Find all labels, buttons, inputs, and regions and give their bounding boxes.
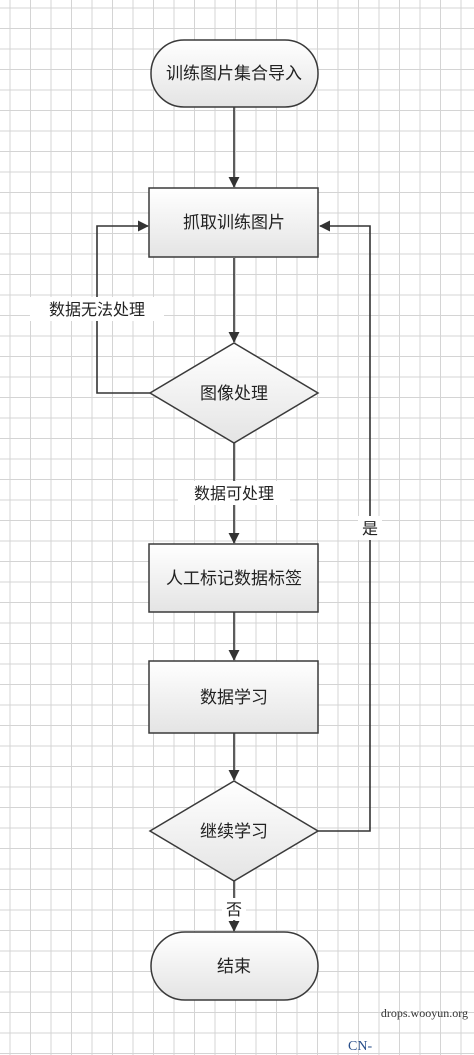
- node-start-label: 训练图片集合导入: [166, 64, 302, 84]
- node-continue-label: 继续学习: [200, 822, 268, 842]
- edge-label-bg: [178, 481, 290, 505]
- edge-label-no: 否: [226, 900, 242, 919]
- node-process-label: 图像处理: [200, 384, 268, 404]
- terminator-shape: [150, 931, 319, 1001]
- node-label: 人工标记数据标签: [148, 543, 319, 613]
- node-process: 图像处理: [148, 342, 320, 444]
- terminator-shape: [150, 39, 319, 108]
- process-shape: [148, 660, 319, 734]
- edge-label-yes: 是: [362, 519, 378, 538]
- node-grab-label: 抓取训练图片: [183, 213, 285, 233]
- node-end-label: 结束: [217, 957, 251, 977]
- edge-label-cannot-process: 数据无法处理: [49, 300, 145, 319]
- watermark: drops.wooyun.org CN-: [348, 1006, 468, 1054]
- watermark-prefix: CN-: [348, 1039, 372, 1054]
- process-shape: [148, 187, 319, 258]
- process-shape: [148, 543, 319, 613]
- edge-label-bg: [222, 898, 246, 920]
- node-end: 结束: [150, 931, 319, 1001]
- node-learn-label: 数据学习: [200, 688, 268, 708]
- edge-label-can-process: 数据可处理: [194, 484, 274, 503]
- edge-label-bg: [30, 297, 164, 321]
- edge-label-bg: [358, 516, 382, 540]
- node-label-label: 人工标记数据标签: [166, 569, 302, 589]
- node-continue: 继续学习: [148, 780, 320, 882]
- node-start: 训练图片集合导入: [150, 39, 319, 108]
- node-grab: 抓取训练图片: [148, 187, 319, 258]
- decision-shape: [148, 342, 320, 444]
- decision-shape: [148, 780, 320, 882]
- node-learn: 数据学习: [148, 660, 319, 734]
- watermark-site: drops.wooyun.org: [381, 1006, 468, 1020]
